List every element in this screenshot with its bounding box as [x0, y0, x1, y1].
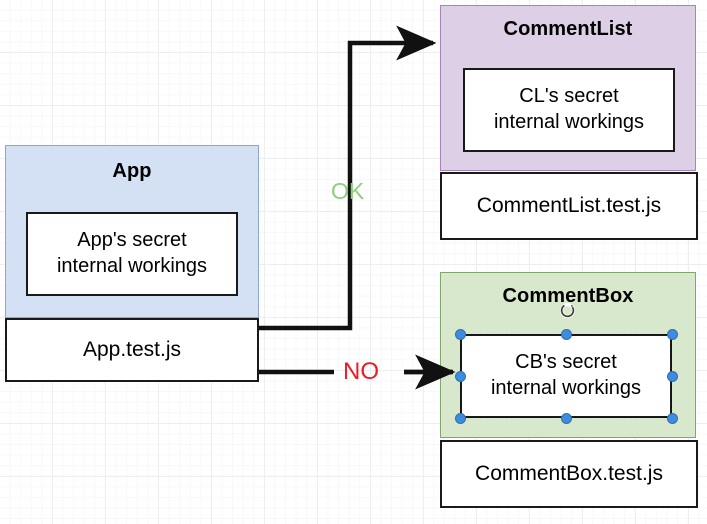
- commentlist-test-file-label: CommentList.test.js: [476, 194, 662, 217]
- selection-handle-top-center[interactable]: [560, 328, 572, 340]
- selection-handle-middle-right[interactable]: [666, 370, 678, 382]
- group-commentbox-title: CommentBox: [502, 285, 634, 307]
- commentlist-internal-line1: CL's secret: [519, 85, 619, 108]
- commentbox-internal-line1: CB's secret: [515, 351, 617, 374]
- commentlist-test-file-box[interactable]: CommentList.test.js: [440, 172, 698, 240]
- rotate-cursor-icon: [560, 303, 575, 318]
- app-internal-workings-label: App's secret internal workings: [51, 228, 213, 279]
- app-test-file-box[interactable]: App.test.js: [5, 318, 259, 382]
- group-commentlist-title: CommentList: [503, 18, 633, 40]
- selection-handle-middle-left[interactable]: [454, 370, 466, 382]
- app-internal-line1: App's secret: [77, 229, 187, 252]
- commentlist-internal-workings-box[interactable]: CL's secret internal workings: [463, 68, 675, 152]
- commentlist-internal-line2: internal workings: [493, 111, 645, 133]
- app-internal-line2: internal workings: [56, 255, 208, 277]
- selection-handle-bottom-left[interactable]: [454, 412, 466, 424]
- commentlist-internal-workings-label: CL's secret internal workings: [488, 84, 650, 135]
- commentbox-test-file-box[interactable]: CommentBox.test.js: [440, 440, 698, 508]
- commentbox-internal-workings-box[interactable]: CB's secret internal workings: [460, 334, 672, 418]
- selection-handle-bottom-right[interactable]: [666, 412, 678, 424]
- group-app-title: App: [112, 160, 152, 182]
- edge-label-ok: OK: [331, 178, 365, 204]
- selection-handle-bottom-center[interactable]: [560, 412, 572, 424]
- app-internal-workings-box[interactable]: App's secret internal workings: [26, 212, 238, 296]
- selection-handle-top-left[interactable]: [454, 328, 466, 340]
- selection-handle-top-right[interactable]: [666, 328, 678, 340]
- commentbox-internal-workings-label: CB's secret internal workings: [485, 350, 647, 401]
- app-test-file-label: App.test.js: [82, 338, 182, 361]
- commentbox-test-file-label: CommentBox.test.js: [475, 462, 663, 485]
- edge-label-no: NO: [343, 358, 379, 385]
- commentbox-internal-line2: internal workings: [490, 377, 642, 399]
